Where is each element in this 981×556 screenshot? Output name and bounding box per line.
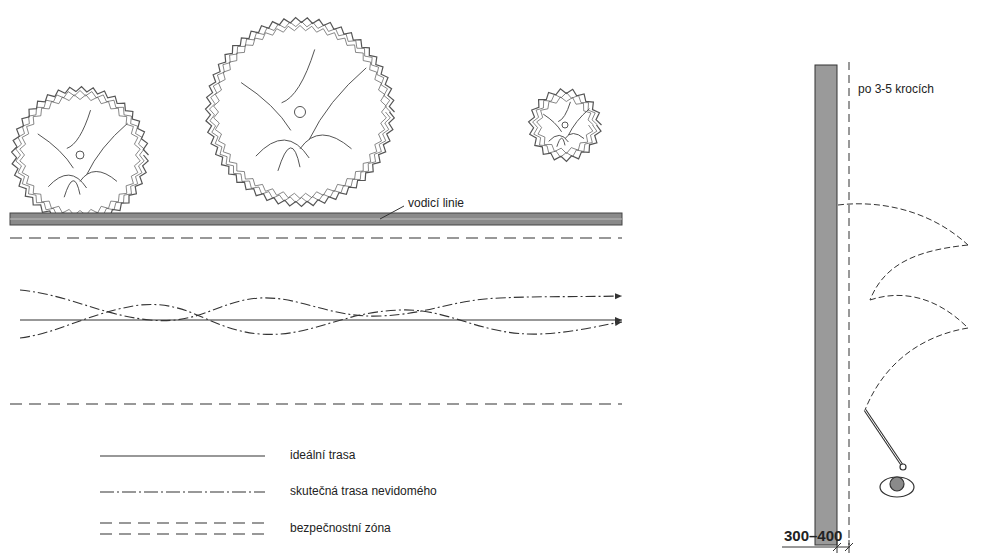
blind-person bbox=[880, 464, 914, 497]
step-note: po 3-5 krocích bbox=[856, 82, 936, 96]
legend-sample bbox=[100, 533, 265, 534]
white-cane bbox=[865, 410, 902, 465]
actual-route bbox=[20, 290, 622, 321]
safety-zone bbox=[10, 403, 622, 404]
tree-symbols bbox=[12, 18, 602, 224]
actual-route bbox=[20, 304, 622, 338]
dimension-value: 300–400 bbox=[784, 527, 842, 545]
legend-text: skutečná trasa nevidomého bbox=[290, 484, 437, 498]
guide-line bbox=[10, 213, 622, 225]
walking-line bbox=[849, 62, 850, 545]
legend-sample bbox=[100, 491, 265, 492]
legend-text: bezpečnostní zóna bbox=[290, 521, 391, 535]
leader-line bbox=[380, 206, 404, 219]
safety-zone bbox=[10, 237, 622, 238]
legend-sample bbox=[100, 455, 265, 456]
legend-text: ideální trasa bbox=[290, 448, 355, 462]
guide-line-label: vodicí linie bbox=[406, 196, 466, 210]
wall bbox=[815, 65, 837, 545]
legend-sample bbox=[100, 522, 265, 523]
ideal-route bbox=[20, 319, 622, 320]
dimension-line bbox=[782, 547, 850, 548]
